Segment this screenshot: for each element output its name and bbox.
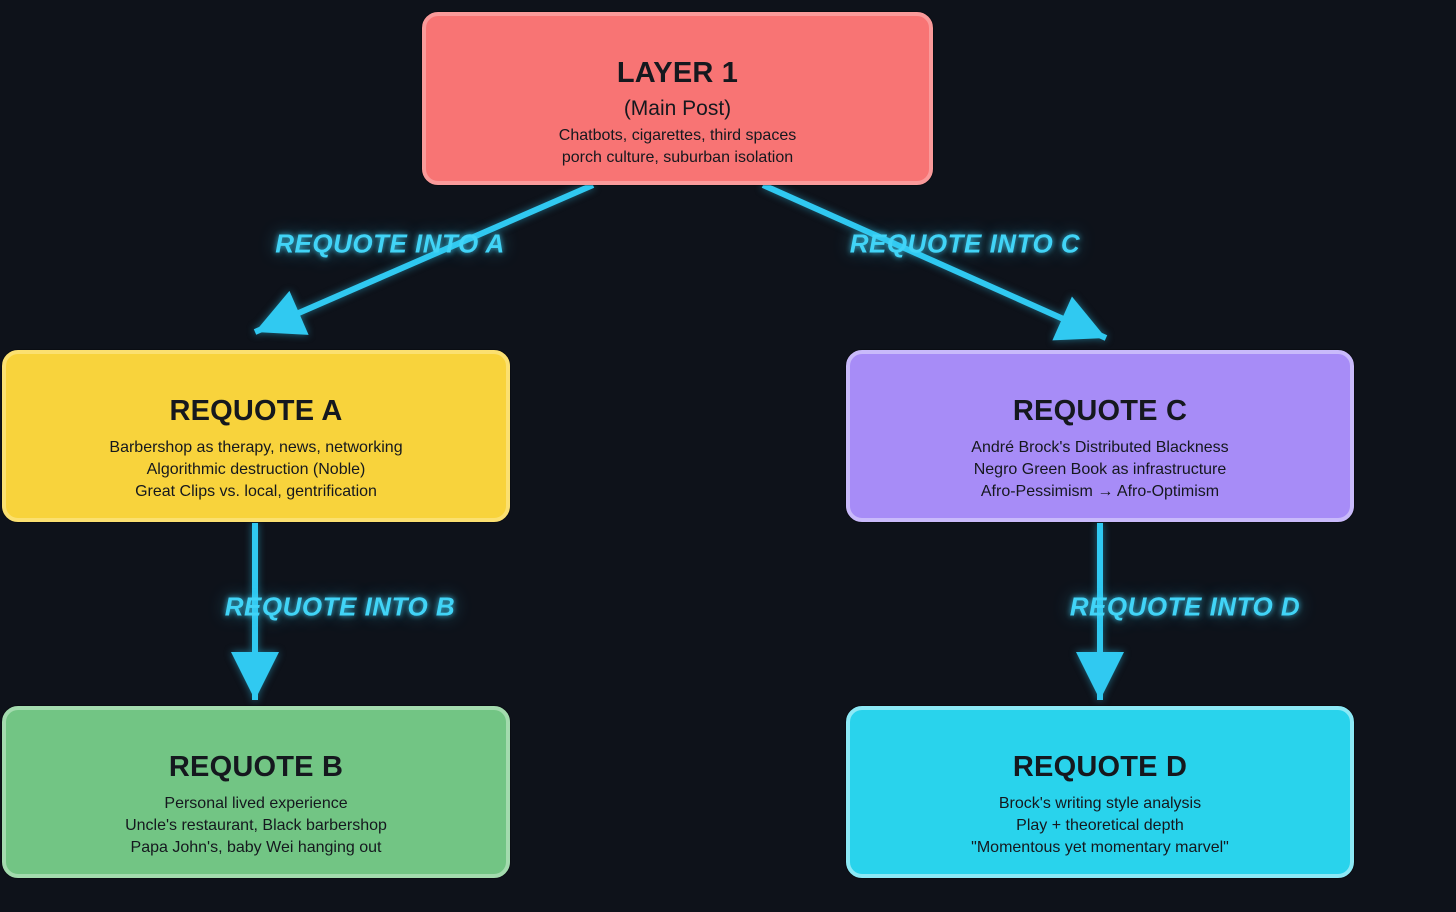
- node-line: porch culture, suburban isolation: [561, 149, 794, 166]
- node-line: Algorithmic destruction (Noble): [146, 461, 366, 478]
- node-requote-b: REQUOTE B Personal lived experience Uncl…: [2, 706, 510, 878]
- edge-arrow-into-a: [253, 182, 595, 335]
- node-body: Brock's writing style analysis Play + th…: [850, 793, 1350, 859]
- node-requote-d: REQUOTE D Brock's writing style analysis…: [846, 706, 1354, 878]
- node-line: Papa John's, baby Wei hanging out: [130, 839, 382, 856]
- node-body: Personal lived experience Uncle's restau…: [6, 793, 506, 859]
- node-line: Chatbots, cigarettes, third spaces: [558, 127, 797, 144]
- edge-label-requote-into-b: REQUOTE INTO B: [224, 591, 456, 622]
- node-body: Chatbots, cigarettes, third spaces porch…: [426, 125, 929, 169]
- node-title: REQUOTE D: [1012, 751, 1188, 783]
- edge-label-requote-into-d: REQUOTE INTO D: [1069, 591, 1301, 622]
- node-title: REQUOTE B: [168, 751, 344, 783]
- node-line: "Momentous yet momentary marvel": [971, 839, 1229, 856]
- edge-arrow-into-c: [761, 182, 1108, 341]
- node-line: Uncle's restaurant, Black barbershop: [125, 817, 387, 834]
- node-body: André Brock's Distributed Blackness Negr…: [850, 437, 1350, 503]
- node-title: REQUOTE C: [1012, 395, 1188, 427]
- node-layer-1: LAYER 1 (Main Post) Chatbots, cigarettes…: [422, 12, 933, 185]
- node-title: REQUOTE A: [169, 395, 343, 427]
- node-line: Play + theoretical depth: [1016, 817, 1184, 834]
- node-body: Barbershop as therapy, news, networking …: [6, 437, 506, 503]
- node-requote-c: REQUOTE C André Brock's Distributed Blac…: [846, 350, 1354, 522]
- node-line: Afro-Pessimism → Afro-Optimism: [980, 483, 1220, 500]
- node-line: Brock's writing style analysis: [998, 795, 1202, 812]
- edge-label-requote-into-c: REQUOTE INTO C: [849, 228, 1081, 259]
- node-title: LAYER 1: [616, 57, 739, 89]
- node-line: Negro Green Book as infrastructure: [973, 461, 1227, 478]
- node-line: Barbershop as therapy, news, networking: [109, 439, 403, 456]
- edge-label-requote-into-a: REQUOTE INTO A: [275, 228, 505, 259]
- node-line: Great Clips vs. local, gentrification: [135, 483, 377, 500]
- node-line: André Brock's Distributed Blackness: [971, 439, 1229, 456]
- node-subtitle: (Main Post): [623, 97, 732, 120]
- node-requote-a: REQUOTE A Barbershop as therapy, news, n…: [2, 350, 510, 522]
- node-line: Personal lived experience: [164, 795, 348, 812]
